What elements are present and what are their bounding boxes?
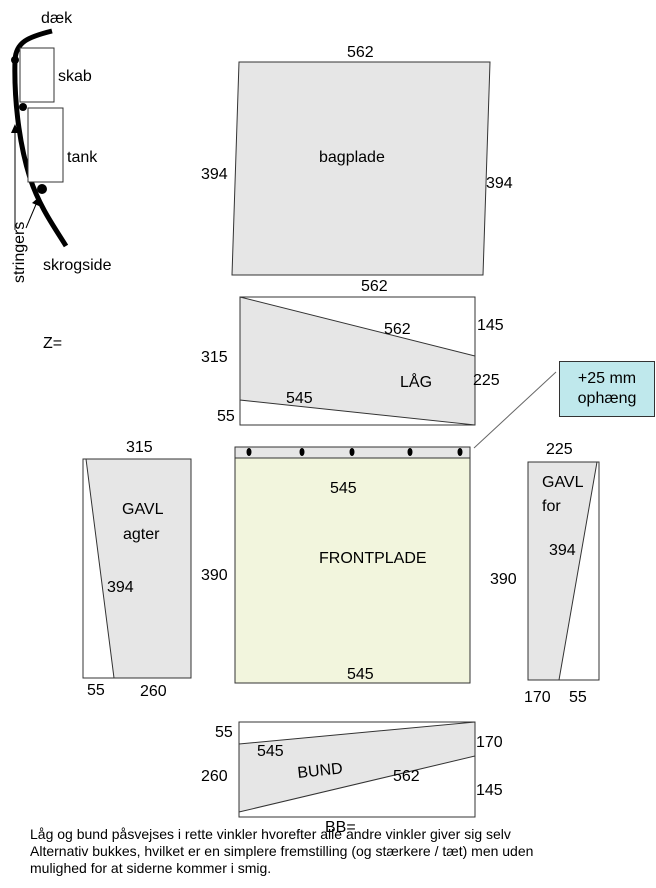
gavl-agter-shape — [85, 458, 192, 679]
tank-label: tank — [67, 149, 98, 166]
gavl-for-top-dim: 225 — [546, 441, 573, 458]
hanger-bolt-2 — [299, 448, 305, 456]
deck-label: dæk — [41, 10, 73, 27]
stringer-dot-2 — [19, 103, 27, 111]
frontplade-label: FRONTPLADE — [319, 550, 427, 567]
hull-side-label: skrogside — [43, 257, 112, 274]
callout-line-2: ophæng — [577, 390, 637, 407]
tank-box — [27, 107, 64, 183]
gavl-for-bottom-left-dim: 170 — [524, 689, 551, 706]
bagplade-right-dim: 394 — [486, 175, 513, 192]
frontplade-bottom-dim: 545 — [347, 666, 374, 683]
gavl-agter-label-line1: GAVL — [122, 501, 164, 518]
hanger-bolt-5 — [457, 448, 463, 456]
bund-diagonal-b-dim: 562 — [393, 768, 420, 785]
note-line-1: Låg og bund påsvejses i rette vinkler hv… — [30, 826, 511, 842]
panel-bund: BUND 55 260 545 562 170 145 — [201, 721, 503, 818]
panel-laag: LÅG 562 562 315 145 225 55 545 — [201, 278, 504, 426]
hanger-bolt-3 — [349, 448, 355, 456]
hanger-bolt-1 — [246, 448, 252, 456]
callout-line-1: +25 mm — [577, 370, 637, 387]
laag-right-dim: 225 — [473, 372, 500, 389]
laag-right-top-dim: 145 — [477, 317, 504, 334]
gavl-for-diagonal-dim: 394 — [549, 542, 576, 559]
gavl-agter-bottom-left-dim: 55 — [87, 682, 105, 699]
stringer-arrow-2 — [25, 201, 38, 229]
z-label: Z= — [43, 335, 62, 352]
panel-bagplade: bagplade 562 394 394 — [201, 44, 513, 276]
gavl-agter-bottom-right-dim: 260 — [140, 683, 167, 700]
bb-label: BB= — [325, 819, 356, 836]
bund-label: BUND — [297, 760, 344, 782]
gavl-agter-label-line2: agter — [123, 526, 160, 543]
panel-gavl-for: GAVL for 225 394 390 170 55 — [490, 441, 600, 706]
bagplade-top-dim: 562 — [347, 44, 374, 61]
laag-left-dim: 315 — [201, 349, 228, 366]
panel-frontplade: FRONTPLADE 545 545 390 — [201, 446, 471, 684]
gavl-for-shape — [527, 461, 598, 681]
bund-right-bottom-dim: 145 — [476, 782, 503, 799]
laag-bottom-left-dim: 55 — [217, 408, 235, 425]
bund-diagonal-a-dim: 545 — [257, 743, 284, 760]
note-line-2: Alternativ bukkes, hvilket er en simpler… — [30, 843, 534, 859]
laag-bottom-dim: 545 — [286, 390, 313, 407]
laag-label: LÅG — [400, 372, 432, 391]
gavl-for-side-dim: 390 — [490, 571, 517, 588]
frontplade-top-dim: 545 — [330, 480, 357, 497]
stringers-label: stringers — [11, 222, 28, 283]
assembly-note: Låg og bund påsvejses i rette vinkler hv… — [30, 826, 650, 877]
laag-top-dim: 562 — [361, 278, 388, 295]
hanger-callout: +25 mm ophæng — [559, 361, 655, 417]
cabinet-label: skab — [58, 68, 92, 85]
frontplade-shape — [234, 457, 471, 684]
hull-curve — [12, 28, 69, 248]
gavl-for-bottom-right-dim: 55 — [569, 689, 587, 706]
panel-gavl-agter: GAVL agter 315 394 55 260 — [82, 439, 192, 700]
callout-leader-line — [473, 371, 557, 449]
bund-left-top-dim: 55 — [215, 724, 233, 741]
stringer-arrow-2-head — [32, 197, 39, 206]
frontplade-left-dim: 390 — [201, 567, 228, 584]
laag-shape — [239, 296, 476, 426]
note-line-3: mulighed for at siderne kommer i smig. — [30, 860, 272, 876]
hanger-bolt-4 — [407, 448, 413, 456]
laag-diagonal-dim: 562 — [384, 321, 411, 338]
cross-section-sketch: dæk skab tank stringers skrogside — [11, 10, 112, 283]
bagplade-left-dim: 394 — [201, 166, 228, 183]
gavl-for-label-line1: GAVL — [542, 474, 584, 491]
cabinet-box — [19, 47, 55, 103]
bagplade-label: bagplade — [319, 149, 385, 166]
bagplade-shape — [231, 61, 491, 276]
bund-left-dim: 260 — [201, 768, 228, 785]
stringer-arrow-1-head — [11, 124, 19, 133]
bund-shape — [238, 721, 476, 813]
bund-right-dim: 170 — [476, 734, 503, 751]
gavl-agter-diagonal-dim: 394 — [107, 579, 134, 596]
stringer-dot-3 — [37, 184, 47, 194]
gavl-for-label-line2: for — [542, 498, 561, 515]
gavl-agter-top-dim: 315 — [126, 439, 153, 456]
stringer-dot-1 — [11, 56, 19, 64]
